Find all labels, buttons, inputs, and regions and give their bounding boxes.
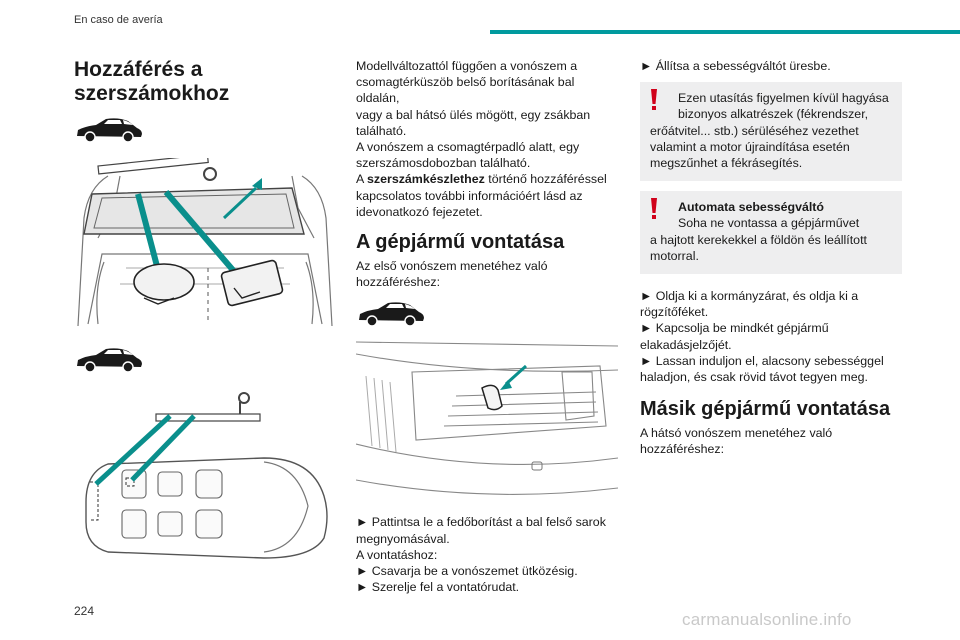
- column-towing-continued: ► Állítsa a sebességváltót üresbe. Ezen …: [640, 58, 902, 458]
- page-number: 224: [74, 604, 95, 618]
- front-bumper-illustration: [356, 341, 618, 496]
- section-title-tools: Hozzáférés a szerszámokhoz: [74, 58, 230, 105]
- paragraph-rear-access: A hátsó vonószem menetéhez való hozzáfér…: [640, 426, 833, 457]
- section-header: En caso de avería: [74, 14, 163, 26]
- section-title-towing: A gépjármű vontatása: [356, 231, 565, 254]
- suv-car-icon: [359, 302, 424, 328]
- section-title-towing-other: Másik gépjármű vontatása: [640, 398, 891, 421]
- column-tools-access: Hozzáférés a szerszámokhoz: [74, 58, 336, 560]
- watermark: carmanualsonline.info: [682, 610, 852, 629]
- warning-exclamation-icon: [651, 198, 657, 220]
- warning-box-automatic: Automata sebességváltó Soha ne vontassa …: [640, 191, 902, 275]
- paragraph-tow-eye-location: Modellváltozattól függően a vonószem a c…: [356, 59, 607, 219]
- warning-box-damage: Ezen utasítás figyelmen kívül hagyása bi…: [640, 82, 902, 182]
- car-topview-illustration: [85, 392, 328, 559]
- paragraph-front-access: Az első vonószem menetéhez való hozzáfér…: [356, 259, 548, 290]
- trunk-toolbox-illustration: [77, 158, 333, 327]
- suv-car-icon: [77, 348, 142, 373]
- paragraph-front-steps: ► Pattintsa le a fedőborítást a bal fels…: [356, 515, 606, 595]
- warning-exclamation-icon: [651, 89, 657, 111]
- header-accent-bar: [490, 30, 960, 34]
- suv-car-icon: [77, 118, 142, 143]
- column-towing: Modellváltozattól függően a vonószem a c…: [356, 58, 618, 595]
- step-neutral: ► Állítsa a sebességváltót üresbe.: [640, 59, 831, 73]
- paragraph-towing-steps: ► Oldja ki a kormányzárat, és oldja ki a…: [640, 289, 884, 385]
